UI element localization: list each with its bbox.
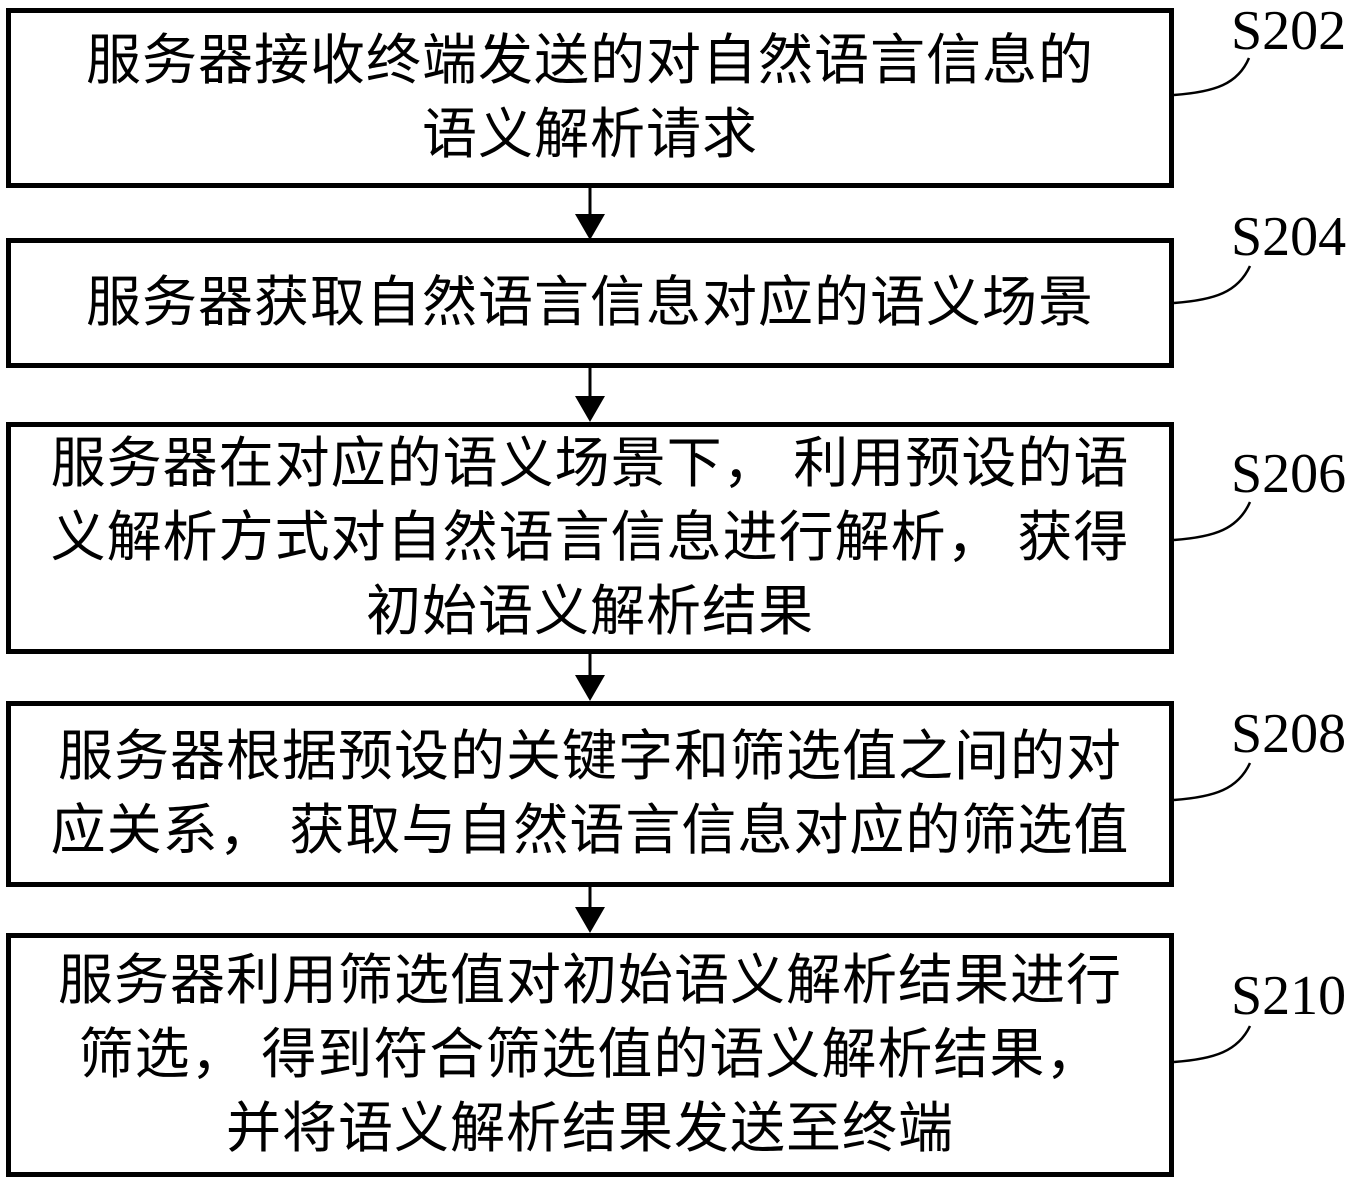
step-box-s202: 服务器接收终端发送的对自然语言信息的 语义解析请求: [6, 8, 1174, 188]
step-text-line: 服务器在对应的语义场景下， 利用预设的语: [50, 433, 1130, 494]
flow-arrow-4: [575, 887, 605, 933]
step-box-s204: 服务器获取自然语言信息对应的语义场景: [6, 238, 1174, 368]
flow-arrow-1: [575, 188, 605, 240]
ref-curve-s202: [1173, 57, 1251, 97]
step-text-line: 服务器根据预设的关键字和筛选值之间的对: [57, 726, 1122, 787]
step-box-s206: 服务器在对应的语义场景下， 利用预设的语 义解析方式对自然语言信息进行解析， 获…: [6, 422, 1174, 654]
step-label-s208: S208: [1231, 703, 1347, 765]
ref-curve-s208: [1173, 762, 1252, 802]
step-text-line: 初始语义解析结果: [365, 581, 814, 642]
ref-curve-s210: [1173, 1025, 1252, 1064]
step-text-line: 义解析方式对自然语言信息进行解析， 获得: [50, 507, 1130, 568]
step-box-s208: 服务器根据预设的关键字和筛选值之间的对 应关系， 获取与自然语言信息对应的筛选值: [6, 701, 1174, 887]
step-text-line: 服务器利用筛选值对初始语义解析结果进行: [57, 950, 1122, 1011]
step-text-line: 筛选， 得到符合筛选值的语义解析结果，: [78, 1024, 1102, 1085]
step-label-s204: S204: [1231, 206, 1347, 268]
step-text-line: 语义解析请求: [421, 104, 758, 165]
step-label-s210: S210: [1231, 965, 1347, 1027]
flow-arrow-2: [575, 368, 605, 422]
ref-curve-s206: [1173, 501, 1252, 542]
step-box-s210: 服务器利用筛选值对初始语义解析结果进行 筛选， 得到符合筛选值的语义解析结果， …: [6, 933, 1174, 1177]
step-text-line: 服务器获取自然语言信息对应的语义场景: [85, 272, 1094, 333]
step-text-line: 并将语义解析结果发送至终端: [225, 1098, 954, 1159]
ref-curve-s204: [1173, 265, 1252, 305]
step-text-line: 应关系， 获取与自然语言信息对应的筛选值: [50, 800, 1130, 861]
step-label-s202: S202: [1231, 0, 1347, 62]
step-text-line: 服务器接收终端发送的对自然语言信息的: [85, 30, 1094, 91]
flow-arrow-3: [575, 654, 605, 701]
step-label-s206: S206: [1231, 443, 1347, 505]
